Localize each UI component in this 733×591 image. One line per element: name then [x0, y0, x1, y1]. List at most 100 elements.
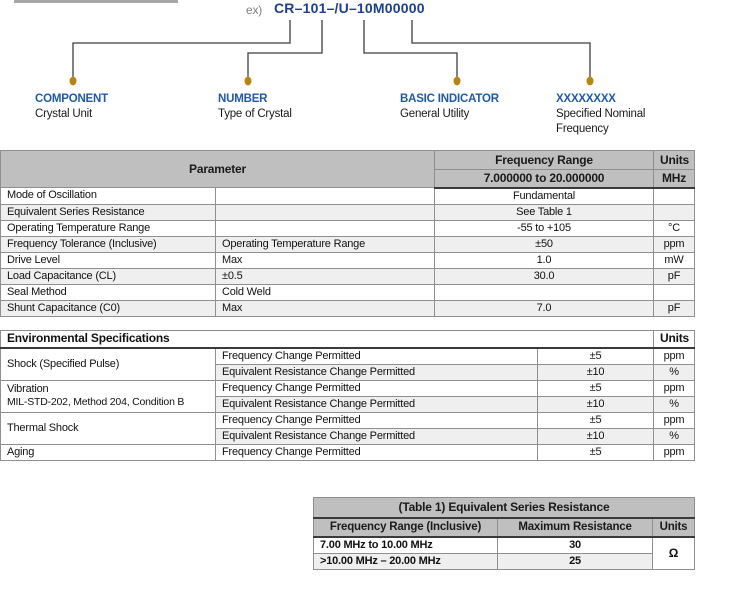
callout-label: BASIC INDICATOR: [400, 93, 499, 105]
parameter-unit: ppm: [653, 235, 695, 253]
parameter-name: Equivalent Series Resistance: [0, 203, 216, 221]
connector-line-component: [72, 20, 291, 77]
test-unit: ppm: [653, 347, 695, 365]
parameter-unit: pF: [653, 267, 695, 285]
table-row: Load Capacitance (CL) ±0.5 30.0 pF: [0, 267, 695, 285]
group-name: Shock (Specified Pulse): [0, 347, 216, 381]
group-subtext: MIL-STD-202, Method 204, Condition B: [7, 396, 185, 408]
test-name: Equivalent Resistance Change Permitted: [215, 363, 538, 381]
group-name: Thermal Shock: [0, 411, 216, 445]
units-header: Units: [653, 330, 695, 349]
test-unit: ppm: [653, 379, 695, 397]
test-unit: ppm: [653, 411, 695, 429]
parameter-unit: pF: [653, 299, 695, 317]
esr-table-title: (Table 1) Equivalent Series Resistance: [312, 497, 696, 519]
test-name: Equivalent Resistance Change Permitted: [215, 395, 538, 413]
units-col-header: Units: [651, 517, 696, 538]
table-row: Mode of Oscillation Fundamental: [0, 187, 695, 205]
callout-description: Type of Crystal: [218, 108, 292, 120]
parameter-unit: [653, 203, 695, 221]
parameter-condition: Max: [215, 299, 435, 317]
table-row: Shock (Specified Pulse) Frequency Change…: [0, 347, 695, 381]
connector-line-frequency: [411, 20, 591, 77]
callout-dot-frequency: [586, 76, 594, 86]
parameter-unit: °C: [653, 219, 695, 237]
test-value: ±10: [537, 395, 654, 413]
test-value: ±5: [537, 411, 654, 429]
table-row: Equivalent Resistance Change Permitted ±…: [0, 395, 695, 413]
table-row: Aging Frequency Change Permitted ±5 ppm: [0, 443, 695, 461]
parameter-header: Parameter: [0, 150, 435, 188]
table-row: Drive Level Max 1.0 mW: [0, 251, 695, 269]
callout-dot-component: [69, 76, 77, 86]
part-number-text: CR–101–/U–10M00000: [274, 0, 425, 16]
test-name: Frequency Change Permitted: [215, 379, 538, 397]
frequency-range-value: 7.00 MHz to 10.00 MHz: [313, 536, 498, 554]
group-name-text: Shock (Specified Pulse): [7, 357, 120, 370]
connector-line-number: [247, 20, 323, 77]
frequency-range-col-header: Frequency Range (Inclusive): [313, 517, 498, 538]
parameter-value: See Table 1: [434, 203, 654, 221]
table-row: 7.00 MHz to 10.00 MHz 30 Ω: [313, 536, 696, 570]
shared-unit: Ω: [651, 536, 696, 570]
callout-description: General Utility: [400, 108, 470, 120]
environmental-table: Environmental Specifications Units Shock…: [0, 330, 695, 461]
table-row: Vibration MIL-STD-202, Method 204, Condi…: [0, 379, 695, 413]
test-name: Frequency Change Permitted: [215, 347, 538, 365]
frequency-range-value-header: 7.000000 to 20.000000: [434, 169, 654, 189]
table-row: >10.00 MHz – 20.00 MHz 25: [313, 552, 695, 570]
connector-lines: [69, 20, 594, 86]
table-row: Thermal Shock Frequency Change Permitted…: [0, 411, 695, 445]
parameter-condition: [215, 203, 435, 221]
parameter-value: ±50: [434, 235, 654, 253]
parameter-unit: [653, 187, 695, 205]
group-name-text: Aging: [7, 445, 35, 458]
parameter-name: Mode of Oscillation: [0, 187, 216, 205]
test-value: ±5: [537, 347, 654, 365]
parameter-value: 7.0: [434, 299, 654, 317]
parameter-name: Frequency Tolerance (Inclusive): [0, 235, 216, 253]
test-value: ±10: [537, 427, 654, 445]
max-resistance-value: 30: [497, 536, 653, 554]
table-row: Shunt Capacitance (C0) Max 7.0 pF: [0, 299, 695, 317]
parameter-value: -55 to +105: [434, 219, 654, 237]
parameter-name: Seal Method: [0, 283, 216, 301]
test-unit: %: [653, 363, 695, 381]
callout-description: Specified Nominal Frequency: [556, 108, 646, 135]
callout-component: COMPONENT Crystal Unit: [35, 92, 195, 122]
test-value: ±5: [537, 379, 654, 397]
parameter-name: Drive Level: [0, 251, 216, 269]
parameter-name: Load Capacitance (CL): [0, 267, 216, 285]
cropped-header-line: [14, 0, 178, 3]
callout-frequency: XXXXXXXX Specified Nominal Frequency: [556, 92, 696, 137]
callout-basic-indicator: BASIC INDICATOR General Utility: [400, 92, 560, 122]
test-name: Frequency Change Permitted: [215, 443, 538, 461]
connector-line-basic-indicator: [363, 20, 458, 77]
parameter-table: Parameter Frequency Range Units 7.000000…: [0, 150, 695, 317]
units-header: Units: [653, 150, 695, 170]
callout-dot-basic-indicator: [453, 76, 461, 86]
frequency-range-value: >10.00 MHz – 20.00 MHz: [313, 552, 498, 570]
frequency-range-header: Frequency Range: [434, 150, 654, 170]
parameter-value: Fundamental: [434, 187, 654, 205]
callout-dot-number: [244, 76, 252, 86]
callout-label: NUMBER: [218, 93, 268, 105]
parameter-unit: mW: [653, 251, 695, 269]
table-row: Equivalent Series Resistance See Table 1: [0, 203, 695, 221]
units-value-header: MHz: [653, 169, 695, 189]
callout-label: COMPONENT: [35, 93, 108, 105]
parameter-condition: Max: [215, 251, 435, 269]
parameter-condition: [215, 219, 435, 237]
max-resistance-col-header: Maximum Resistance: [497, 517, 653, 538]
parameter-value: 30.0: [434, 267, 654, 285]
parameter-name: Shunt Capacitance (C0): [0, 299, 216, 317]
parameter-condition: Operating Temperature Range: [215, 235, 435, 253]
group-name-text: Vibration: [7, 383, 49, 395]
test-unit: ppm: [653, 443, 695, 461]
group-name-text: Thermal Shock: [7, 421, 79, 434]
parameter-value: [434, 283, 654, 301]
parameter-unit: [653, 283, 695, 301]
test-unit: %: [653, 395, 695, 413]
test-value: ±5: [537, 443, 654, 461]
esr-table: (Table 1) Equivalent Series Resistance F…: [312, 497, 696, 570]
